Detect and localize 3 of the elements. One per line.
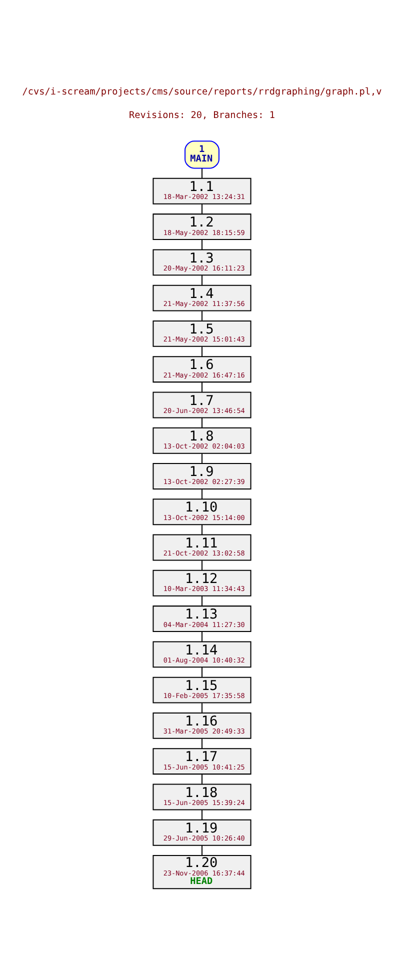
node-box: 1 MAIN <box>184 140 220 168</box>
diagram-title: /cvs/i-scream/projects/cms/source/reports/rrdgraphing/graph.pl,v <box>22 86 382 97</box>
label: Revisions: 20, Branches: 1 <box>128 110 276 121</box>
